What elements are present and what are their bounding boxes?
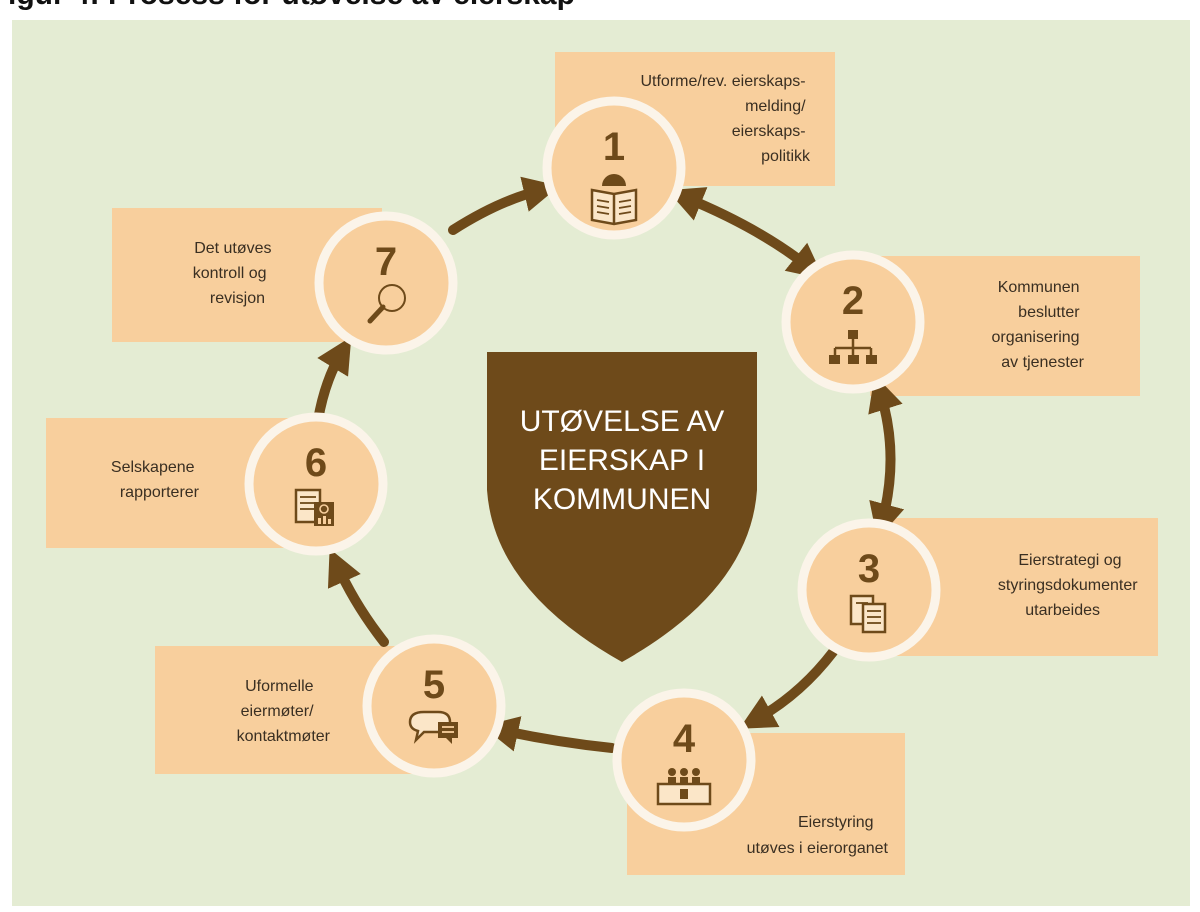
step-3-line-3: utarbeides [1025, 602, 1100, 619]
meeting-table-icon [656, 768, 712, 806]
step-6-circle [244, 412, 388, 556]
step-5-line-2: eiermøter/ [241, 703, 314, 720]
step-2-line-3: organisering [991, 329, 1079, 346]
step-4-line-1: Eierstyring [798, 814, 874, 831]
report-icon [294, 488, 334, 526]
step-7-circle [314, 211, 458, 355]
arrow-7-to-1 [448, 176, 560, 235]
step-5-line-3: kontaktmøter [237, 728, 331, 745]
step-7-line-2: kontroll og [193, 265, 267, 282]
step-2-circle [781, 250, 925, 394]
center-title-line-2: EIERSKAP I [539, 444, 705, 477]
step-5-line-1: Uformelle [245, 678, 314, 695]
step-6-label: Selskapene rapporterer [111, 459, 200, 501]
step-3-circle [797, 518, 941, 662]
step-3-line-1: Eierstrategi og [1018, 552, 1121, 569]
center-title-line-3: KOMMUNEN [533, 483, 711, 516]
arrow-3-to-4 [739, 647, 838, 729]
magnifier-icon [367, 284, 406, 324]
figure-caption-fragment: igur 4: Prosess for utøvelse av eierskap [0, 0, 1200, 14]
arrow-6-to-7 [313, 336, 352, 425]
step-6-line-2: rapporterer [120, 484, 200, 501]
center-shield: UTØVELSE AV EIERSKAP I KOMMUNEN [487, 352, 757, 662]
step-5-number: 5 [423, 663, 445, 707]
step-4-number: 4 [673, 717, 696, 761]
arrow-5-to-6 [327, 548, 389, 647]
step-2-line-4: av tjenester [1001, 354, 1084, 371]
center-title-line-1: UTØVELSE AV [520, 405, 725, 438]
step-7-number: 7 [375, 240, 397, 284]
step-circles [244, 96, 941, 832]
step-1-label: Utforme/rev. eierskaps- melding/ eierska… [640, 73, 811, 165]
step-3-number: 3 [858, 547, 880, 591]
arrow-2-to-3 [868, 374, 905, 540]
step-6-number: 6 [305, 441, 327, 485]
step-2-number: 2 [842, 279, 864, 323]
step-icons [294, 174, 887, 806]
label-texts: Utforme/rev. eierskaps- melding/ eierska… [111, 73, 1142, 857]
step-4-line-2: utøves i eierorganet [747, 840, 889, 857]
step-4-circle [612, 688, 756, 832]
step-2-label: Kommunen beslutter organisering av tjene… [991, 279, 1084, 371]
step-1-circle [542, 96, 686, 240]
step-7-line-1: Det utøves [194, 240, 271, 257]
step-numbers: 1 2 3 4 5 6 7 [305, 125, 880, 761]
step-3-line-2: styringsdokumenter [998, 577, 1138, 594]
step-7-label: Det utøves kontroll og revisjon [193, 240, 276, 307]
step-1-line-2: melding/ [745, 98, 806, 115]
arrow-1-to-2 [667, 187, 825, 280]
step-7-line-3: revisjon [210, 290, 265, 307]
step-6-line-1: Selskapene [111, 459, 195, 476]
step-1-line-1: Utforme/rev. eierskaps- [640, 73, 805, 90]
step-2-line-1: Kommunen [998, 279, 1080, 296]
step-1-number: 1 [603, 125, 625, 169]
step-1-line-3: eierskaps- [732, 123, 806, 140]
chat-bubbles-icon [408, 710, 458, 744]
reading-person-icon [590, 174, 638, 226]
org-chart-icon [829, 330, 877, 364]
step-1-line-4: politikk [761, 148, 811, 165]
step-5-label: Uformelle eiermøter/ kontaktmøter [237, 678, 331, 745]
documents-icon [849, 594, 887, 634]
step-5-circle [362, 634, 506, 778]
step-2-line-2: beslutter [1018, 304, 1080, 321]
step-4-label: Eierstyring utøves i eierorganet [747, 814, 889, 857]
figure-caption-text: igur 4: Prosess for utøvelse av eierskap [8, 0, 575, 12]
step-3-label: Eierstrategi og styringsdokumenter utarb… [998, 552, 1142, 619]
arrow-4-to-5 [482, 716, 617, 753]
